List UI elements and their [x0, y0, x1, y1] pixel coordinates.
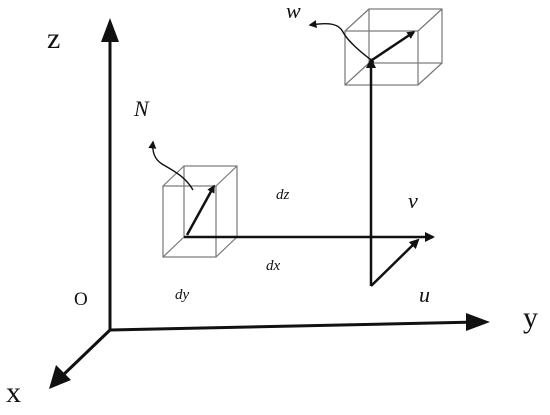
right-box-diagonal-arrow — [371, 30, 416, 62]
x-axis-line — [58, 328, 112, 380]
rotation-arrow-n — [148, 140, 194, 191]
dy-label: dy — [175, 287, 190, 303]
axes — [49, 18, 490, 389]
dz-label: dz — [276, 187, 290, 203]
dx-label: dx — [266, 258, 281, 274]
left-box-diagonal-arrow — [185, 184, 216, 236]
origin-label: O — [74, 289, 88, 310]
z-axis-label: z — [47, 22, 61, 55]
vector-v-label: v — [408, 188, 418, 213]
y-axis-line — [109, 320, 479, 332]
right-element-box — [344, 8, 443, 86]
x-axis-arrowhead — [49, 365, 71, 389]
rotation-arrow-w — [308, 20, 375, 63]
vector-n-label: N — [134, 96, 149, 121]
vector-w-label: w — [286, 0, 301, 23]
y-axis-arrowhead — [466, 313, 490, 331]
vector-u — [370, 238, 420, 287]
vector-u-label: u — [419, 282, 430, 307]
x-axis-label: x — [6, 376, 21, 409]
z-axis-arrowhead — [101, 18, 119, 42]
y-axis-label: y — [523, 301, 538, 334]
vectors — [148, 20, 435, 287]
